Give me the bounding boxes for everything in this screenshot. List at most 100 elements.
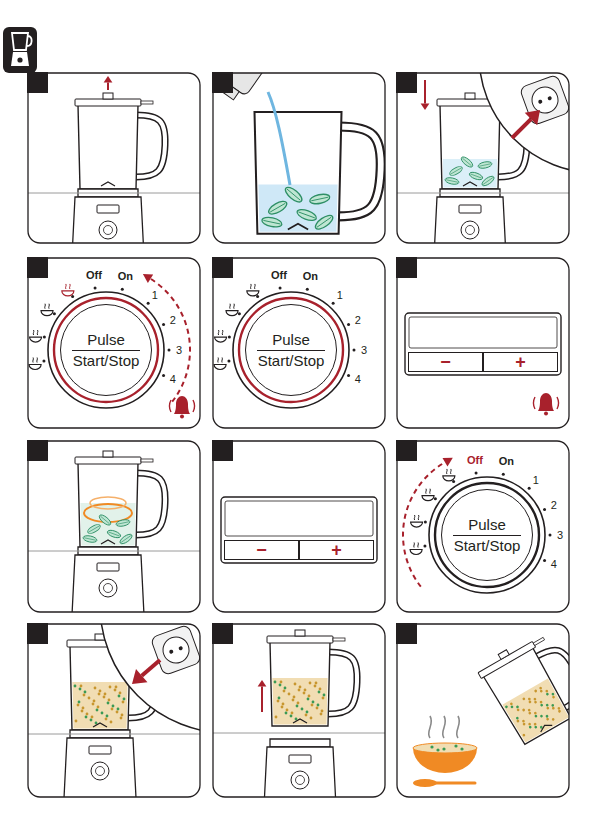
soup-bit xyxy=(522,733,526,737)
lid-cap xyxy=(103,93,113,99)
soup-bit xyxy=(101,712,104,715)
mode-icon xyxy=(226,304,238,316)
leaf xyxy=(478,161,493,170)
dial-text: Start/Stop xyxy=(258,352,325,370)
soup-bit xyxy=(308,695,311,698)
leaf-blade xyxy=(261,216,283,229)
leaf-blade xyxy=(478,161,493,170)
arrow-head xyxy=(421,104,430,110)
button-symbol: + xyxy=(331,541,342,559)
dial-dot xyxy=(475,471,478,474)
dial-setting: 1 xyxy=(152,289,158,302)
icon-steam xyxy=(230,304,235,309)
water-stream xyxy=(268,92,290,185)
leaf-blade xyxy=(445,177,460,186)
step-marker xyxy=(396,623,417,644)
steam xyxy=(457,716,460,738)
dial-setting: 1 xyxy=(337,289,343,302)
leaf-rib xyxy=(100,516,109,524)
panel-content xyxy=(214,284,355,408)
soup-bit xyxy=(533,697,537,701)
wall-outlet xyxy=(150,624,200,675)
dial-outer xyxy=(233,292,349,408)
icon-bowl xyxy=(29,365,41,370)
lid-cap xyxy=(103,451,113,457)
mode-icon xyxy=(30,330,42,342)
leaf xyxy=(448,165,463,177)
leaf-blade xyxy=(83,535,98,544)
dial-divider xyxy=(453,535,521,536)
dial-ring xyxy=(54,298,158,402)
soup-bit xyxy=(75,720,78,723)
lid-cap xyxy=(295,630,305,636)
panel-border xyxy=(397,73,569,243)
wall-outlet xyxy=(519,74,569,125)
soup-bit xyxy=(123,698,126,701)
mode-icon xyxy=(410,543,422,555)
soup-bit xyxy=(510,705,514,709)
blender-collar xyxy=(270,739,330,747)
leaf-rib xyxy=(84,538,96,540)
soup-bit xyxy=(304,689,307,692)
dial-dot xyxy=(238,312,241,315)
bell-ring xyxy=(170,400,195,412)
jar-handle xyxy=(136,115,165,177)
outlet-socket xyxy=(159,633,192,666)
inset-circle xyxy=(479,73,569,173)
outlet-hole xyxy=(178,646,183,651)
icon-steam xyxy=(414,515,419,520)
display-screen xyxy=(225,501,373,536)
dial-setting: On xyxy=(499,455,514,468)
panel-border xyxy=(397,258,569,428)
dial-text: Start/Stop xyxy=(73,352,140,370)
soup-bit xyxy=(92,703,95,706)
soup-bit xyxy=(539,689,543,693)
soup-bit xyxy=(528,700,532,704)
soup-bit xyxy=(85,716,88,719)
counter-line xyxy=(28,193,200,194)
soup-bit xyxy=(119,692,122,695)
soup-bit xyxy=(84,691,87,694)
leaf-rib xyxy=(263,220,280,224)
leaf-blade xyxy=(116,519,131,528)
soup-bit xyxy=(551,692,555,696)
soup-bit xyxy=(79,688,82,691)
soup-bit xyxy=(522,722,526,726)
dial-dot xyxy=(549,534,552,537)
leaf-blade xyxy=(283,185,304,205)
soup-bit xyxy=(516,719,520,723)
soup-bit xyxy=(83,694,86,697)
dial-dot xyxy=(332,302,335,305)
panel-border xyxy=(28,258,200,428)
soup-bit xyxy=(551,703,555,707)
soup-bit xyxy=(320,713,323,716)
icon-bowl xyxy=(215,337,227,342)
panel-content xyxy=(405,313,561,416)
spoon-bowl xyxy=(413,779,437,787)
soup-bit xyxy=(534,725,538,729)
outlet-plate xyxy=(150,624,200,675)
leaf-rib xyxy=(121,536,131,543)
lid-tab xyxy=(141,101,153,104)
soup-bit xyxy=(293,696,296,699)
soup-bit xyxy=(546,717,550,721)
bowl-bit xyxy=(442,747,445,750)
blender-base xyxy=(64,738,136,797)
blender-base xyxy=(264,747,336,797)
soup-bit xyxy=(309,682,312,685)
mode-icon xyxy=(215,330,227,342)
dial-dot xyxy=(147,302,150,305)
base-knob-center xyxy=(96,767,105,776)
leaf-blade xyxy=(481,175,496,188)
display-screen xyxy=(409,317,557,348)
jar-contents xyxy=(258,185,337,232)
leaf-rib xyxy=(446,180,458,182)
soup-bit xyxy=(558,709,562,713)
dial-setting: 3 xyxy=(361,344,367,357)
jar-blade xyxy=(101,540,115,544)
leaf-blade xyxy=(119,533,134,546)
panel-border xyxy=(28,624,200,797)
blender xyxy=(267,630,357,726)
soup-bit xyxy=(534,711,538,715)
